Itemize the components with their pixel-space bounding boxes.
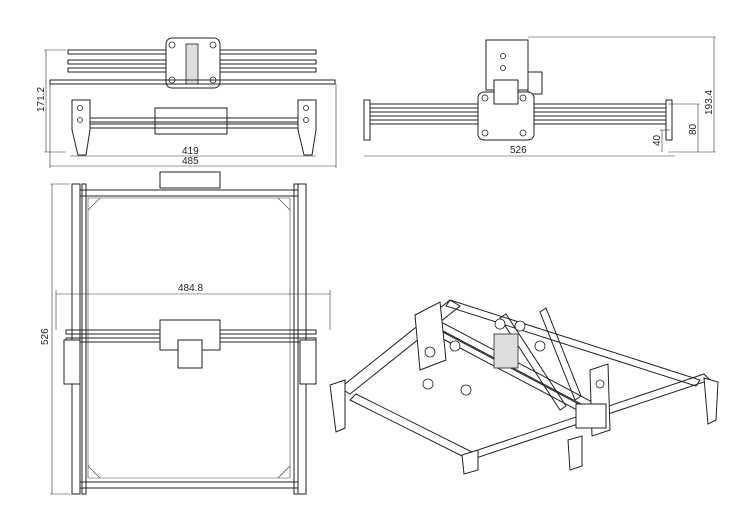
top-width-dimension: 484.8 [178, 283, 203, 294]
isometric-view [329, 299, 719, 475]
top-view: 526 484.8 [40, 171, 331, 495]
front-outer-width-dimension: 485 [182, 156, 199, 167]
top-depth-dimension: 526 [40, 328, 51, 345]
front-height-dimension: 171.2 [36, 87, 47, 112]
side-total-height-dimension: 193.4 [704, 90, 715, 115]
side-length-dimension: 526 [510, 145, 527, 156]
side-view: 526 193.4 80 40 [363, 36, 716, 157]
side-foot-height-dimension: 40 [652, 134, 663, 146]
front-inner-width-dimension: 419 [182, 146, 199, 157]
side-rail-height-dimension: 80 [688, 123, 699, 135]
front-view: 171.2 419 485 [36, 37, 337, 168]
